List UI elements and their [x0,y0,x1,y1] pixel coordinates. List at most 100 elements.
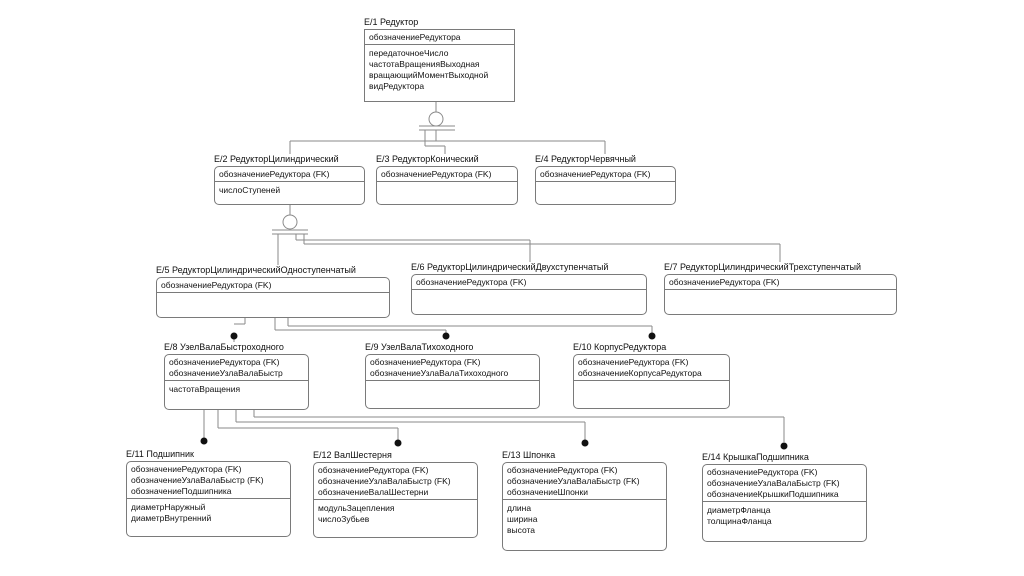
key-attribute: обозначениеРедуктора (FK) [578,357,689,367]
attribute: числоСтупеней [219,185,281,195]
entity-podshipnik[interactable]: E/11 Подшипник обозначениеРедуктора (FK)… [126,449,291,537]
attribute: частотаВращенияВыходная [369,59,480,69]
entity-title: E/2 РедукторЦилиндрический [214,154,339,164]
entity-shponka[interactable]: E/13 Шпонка обозначениеРедуктора (FK) об… [502,450,667,551]
attribute-area [665,290,896,314]
entity-box: обозначениеРедуктора (FK) обозначениеКор… [573,354,730,409]
entity-box: обозначениеРедуктора (FK) обозначениеУзл… [502,462,667,551]
relationship-dot-e12 [394,439,402,447]
relationship-dot-e11 [200,437,208,445]
entity-reduktor-odnostupenchatyy[interactable]: E/5 РедукторЦилиндрическийОдноступенчаты… [156,265,390,318]
key-area: обозначениеРедуктора (FK) [536,167,675,182]
entity-title: E/9 УзелВалаТихоходного [365,342,474,352]
key-attribute: обозначениеРедуктора (FK) [219,169,330,179]
entity-title: E/13 Шпонка [502,450,556,460]
entity-title: E/6 РедукторЦилиндрическийДвухступенчаты… [411,262,609,272]
attribute-area: частотаВращения [165,381,308,409]
key-attribute: обозначениеУзлаВалаТихоходного [370,368,509,378]
entity-reduktor-konicheskiy[interactable]: E/3 РедукторКонический обозначениеРедукт… [376,154,518,205]
attribute-area [377,182,517,204]
entity-title: E/12 ВалШестерня [313,450,392,460]
key-area: обозначениеРедуктора (FK) обозначениеУзл… [165,355,308,381]
entity-reduktor-trehstupenchatyy[interactable]: E/7 РедукторЦилиндрическийТрехступенчаты… [664,262,897,315]
attribute: высота [507,525,536,535]
attribute-area [536,182,675,204]
key-attribute: обозначениеШпонки [507,487,588,497]
entity-korpus-reduktora[interactable]: E/10 КорпусРедуктора обозначениеРедуктор… [573,342,730,409]
entity-box: обозначениеРедуктора (FK) обозначениеУзл… [126,461,291,537]
key-attribute: обозначениеРедуктора (FK) [507,465,618,475]
entity-box: обозначениеРедуктора (FK) обозначениеУзл… [365,354,540,409]
key-area: обозначениеРедуктора (FK) обозначениеУзл… [366,355,539,381]
attribute-area: передаточноеЧисло частотаВращенияВыходна… [365,45,514,101]
relationship-dot-e10 [648,332,656,340]
key-attribute: обозначениеУзлаВалаБыстр (FK) [707,478,840,488]
attribute: диаметрВнутренний [131,513,212,523]
key-attribute: обозначениеРедуктора (FK) [131,464,242,474]
entity-kryshka-podshipnika[interactable]: E/14 КрышкаПодшипника обозначениеРедукто… [702,452,867,542]
relationship-dot-e8 [230,332,238,340]
entity-reduktor[interactable]: E/1 Редуктор обозначениеРедуктора переда… [364,17,515,102]
entity-title: E/5 РедукторЦилиндрическийОдноступенчаты… [156,265,356,275]
key-area: обозначениеРедуктора (FK) обозначениеУзл… [503,463,666,500]
subtype-symbol-e2 [282,214,298,230]
entity-reduktor-chervyachnyy[interactable]: E/4 РедукторЧервячный обозначениеРедукто… [535,154,676,205]
entity-title: E/1 Редуктор [364,17,419,27]
entity-uzel-vala-tihohodnogo[interactable]: E/9 УзелВалаТихоходного обозначениеРедук… [365,342,540,409]
entity-box: обозначениеРедуктора (FK) [535,166,676,205]
key-attribute: обозначениеРедуктора (FK) [169,357,280,367]
attribute: толщинаФланца [707,516,772,526]
entity-box: обозначениеРедуктора (FK) числоСтупеней [214,166,365,205]
attribute-area: диаметрНаружный диаметрВнутренний [127,499,290,536]
attribute: длина [507,503,532,513]
key-attribute: обозначениеУзлаВалаБыстр (FK) [318,476,451,486]
attribute: видРедуктора [369,81,425,91]
attribute-area: длина ширина высота [503,500,666,550]
attribute-area: диаметрФланца толщинаФланца [703,502,866,541]
entity-box: обозначениеРедуктора (FK) [411,274,647,315]
key-attribute: обозначениеРедуктора (FK) [370,357,481,367]
entity-reduktor-cilindricheskiy[interactable]: E/2 РедукторЦилиндрический обозначениеРе… [214,154,365,205]
key-area: обозначениеРедуктора (FK) [377,167,517,182]
relationship-dot-e14 [780,442,788,450]
attribute-area [574,381,729,408]
relationship-dot-e13 [581,439,589,447]
subtype-symbol-e1 [428,111,444,127]
key-area: обозначениеРедуктора (FK) [665,275,896,290]
key-attribute: обозначениеВалаШестерни [318,487,429,497]
key-area: обозначениеРедуктора [365,30,514,45]
key-attribute: обозначениеУзлаВалаБыстр (FK) [507,476,640,486]
entity-title: E/3 РедукторКонический [376,154,479,164]
attribute-area [366,381,539,408]
key-attribute: обозначениеРедуктора (FK) [540,169,651,179]
entity-val-shesternya[interactable]: E/12 ВалШестерня обозначениеРедуктора (F… [313,450,478,538]
key-area: обозначениеРедуктора (FK) [215,167,364,182]
attribute: вращающийМоментВыходной [369,70,489,80]
attribute-area [412,290,646,314]
entity-uzel-vala-bystrohodnogo[interactable]: E/8 УзелВалаБыстроходного обозначениеРед… [164,342,309,410]
key-area: обозначениеРедуктора (FK) [157,278,389,293]
attribute: числоЗубьев [318,514,370,524]
key-area: обозначениеРедуктора (FK) обозначениеУзл… [703,465,866,502]
key-area: обозначениеРедуктора (FK) обозначениеУзл… [314,463,477,500]
key-attribute: обозначениеРедуктора (FK) [381,169,492,179]
key-attribute: обозначениеРедуктора (FK) [416,277,527,287]
attribute-area: модульЗацепления числоЗубьев [314,500,477,537]
attribute: диаметрНаружный [131,502,206,512]
relationship-dot-e9 [442,332,450,340]
entity-box: обозначениеРедуктора (FK) обозначениеУзл… [164,354,309,410]
key-attribute: обозначениеКрышкиПодшипника [707,489,839,499]
key-attribute: обозначениеУзлаВалаБыстр [169,368,283,378]
attribute: модульЗацепления [318,503,395,513]
attribute: частотаВращения [169,384,241,394]
attribute: диаметрФланца [707,505,771,515]
key-attribute: обозначениеПодшипника [131,486,232,496]
entity-box: обозначениеРедуктора (FK) обозначениеУзл… [313,462,478,538]
key-attribute: обозначениеРедуктора (FK) [318,465,429,475]
attribute: передаточноеЧисло [369,48,449,58]
key-area: обозначениеРедуктора (FK) обозначениеКор… [574,355,729,381]
key-attribute: обозначениеУзлаВалаБыстр (FK) [131,475,264,485]
entity-reduktor-dvuhstupenchatyy[interactable]: E/6 РедукторЦилиндрическийДвухступенчаты… [411,262,647,315]
entity-title: E/4 РедукторЧервячный [535,154,636,164]
